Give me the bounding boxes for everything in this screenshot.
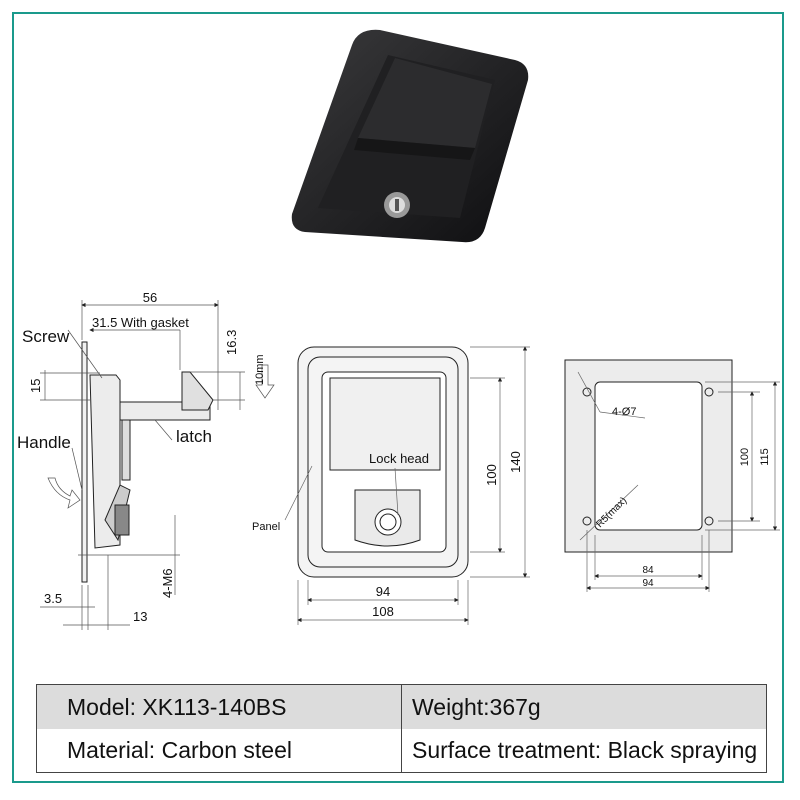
spec-surface: Surface treatment: Black spraying <box>412 737 758 763</box>
label-screw: Screw <box>22 327 70 346</box>
spec-weight: Weight:367g <box>402 685 766 729</box>
dim-outer-height: 140 <box>508 451 523 473</box>
spec-model: Model: XK113-140BS <box>37 685 402 729</box>
dim-inner-height: 100 <box>484 464 499 486</box>
dim-inner-width: 94 <box>376 584 390 599</box>
dim-width-holes: 94 <box>642 578 654 589</box>
side-view-drawing <box>40 300 275 630</box>
dim-height-cut: 100 <box>739 448 751 466</box>
dim-thread: 4-M6 <box>160 568 175 598</box>
front-view-labels: Lock head Panel 94 108 100 140 <box>252 451 523 619</box>
dim-holes: 4-Ø7 <box>612 406 636 418</box>
label-lock-head: Lock head <box>369 451 429 466</box>
product-drawing: 56 31.5 With gasket 16.3 10mm 15 3.5 13 … <box>17 29 780 630</box>
dim-screw-offset: 15 <box>28 379 43 393</box>
dim-latch-height: 16.3 <box>224 330 239 355</box>
front-view-drawing <box>284 346 530 625</box>
dim-outer-width: 108 <box>372 604 394 619</box>
dim-width-cut: 84 <box>642 565 654 576</box>
dim-gasket: 31.5 With gasket <box>92 315 189 330</box>
dim-travel: 10mm <box>254 354 266 385</box>
cutout-view-drawing <box>564 359 780 592</box>
spec-material: Material: Carbon steel <box>37 729 402 772</box>
side-view-labels: 56 31.5 With gasket 16.3 10mm 15 3.5 13 … <box>17 290 266 624</box>
spec-table: Model: XK113-140BS Weight:367g Material:… <box>36 684 767 773</box>
image-frame <box>12 12 784 783</box>
dim-overall: 56 <box>143 290 157 305</box>
label-panel: Panel <box>252 521 280 533</box>
dim-depth: 13 <box>133 609 147 624</box>
label-handle: Handle <box>17 433 71 452</box>
dim-thickness: 3.5 <box>44 591 62 606</box>
product-photo <box>291 29 529 243</box>
dim-height-holes: 115 <box>759 448 771 466</box>
label-latch: latch <box>176 427 212 446</box>
